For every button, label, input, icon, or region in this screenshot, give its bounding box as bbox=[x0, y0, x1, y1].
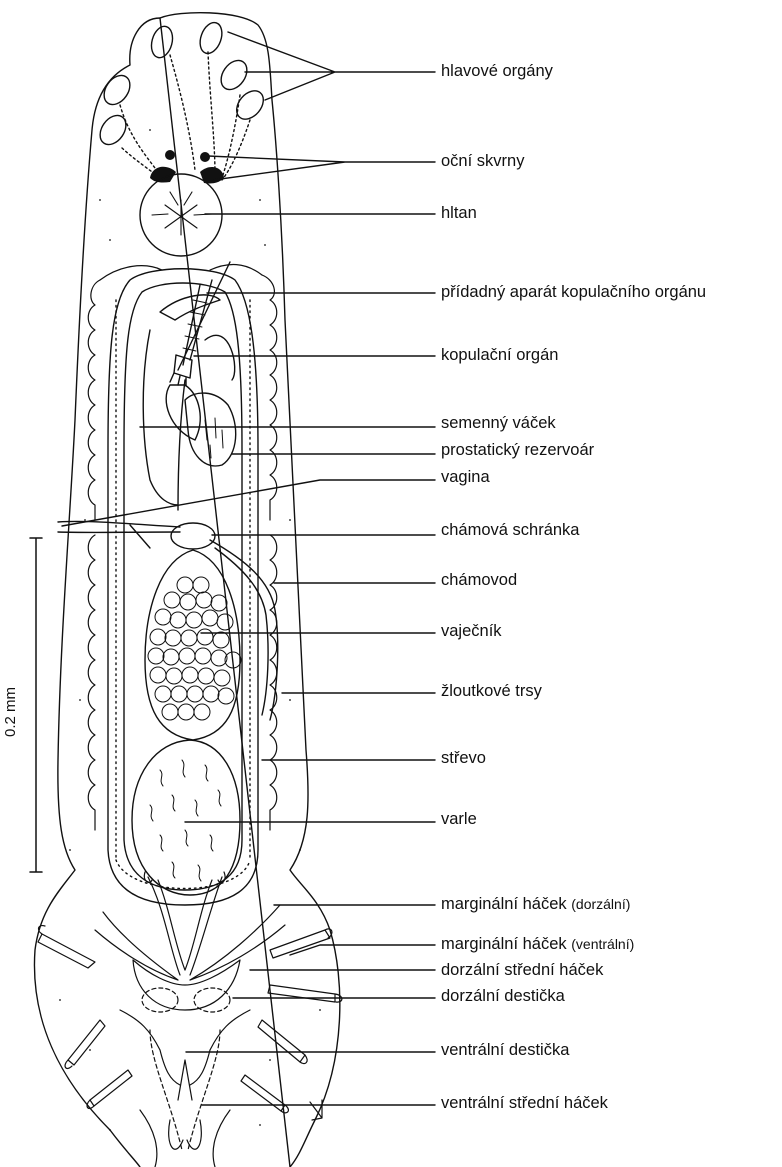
label-kopulacni-organ: kopulační orgán bbox=[441, 346, 558, 364]
label-hlavove-organy: hlavové orgány bbox=[441, 62, 553, 80]
leader-hlavove-organy bbox=[228, 32, 435, 100]
leader-marg-ventr bbox=[290, 945, 435, 955]
label-marginalni-dorz-sub: (dorzální) bbox=[571, 896, 630, 912]
label-marginalni-ventr-sub: (ventrální) bbox=[571, 936, 634, 952]
seminal-vesicle-prostate bbox=[143, 330, 235, 510]
label-marginalni-hacek-dorzalni: marginální háček (dorzální) bbox=[441, 895, 630, 913]
ovary bbox=[145, 550, 241, 740]
vagina-receptacle bbox=[58, 521, 278, 720]
label-semenny-vacek: semenný váček bbox=[441, 414, 556, 432]
leader-ocni-skvrny bbox=[208, 156, 435, 180]
label-strevo: střevo bbox=[441, 749, 486, 767]
label-ocni-skvrny: oční skvrny bbox=[441, 152, 524, 170]
pharynx bbox=[140, 174, 222, 256]
label-vajecnik: vaječník bbox=[441, 622, 502, 640]
label-ventralni-desticka: ventrální destička bbox=[441, 1041, 569, 1059]
label-marginalni-dorz-main: marginální háček bbox=[441, 895, 567, 913]
leader-vagina bbox=[62, 480, 435, 526]
label-hltan: hltan bbox=[441, 204, 477, 222]
head-organs bbox=[95, 20, 269, 180]
leader-lines bbox=[62, 32, 435, 1105]
body-outline bbox=[34, 13, 339, 1167]
label-zloutkove-trsy: žloutkové trsy bbox=[441, 682, 542, 700]
label-marginalni-ventr-main: marginální háček bbox=[441, 935, 567, 953]
label-pridadny-aparat: přídadný aparát kopulačního orgánu bbox=[441, 283, 706, 301]
scale-bar-label: 0.2 mm bbox=[2, 687, 19, 737]
label-vagina: vagina bbox=[441, 468, 490, 486]
label-chamovod: chámovod bbox=[441, 571, 517, 589]
label-dorzalni-desticka: dorzální destička bbox=[441, 987, 565, 1005]
label-varle: varle bbox=[441, 810, 477, 828]
haptor-hooks bbox=[38, 872, 342, 1167]
label-chamova-schranka: chámová schránka bbox=[441, 521, 580, 539]
label-marginalni-hacek-ventralni: marginální háček (ventrální) bbox=[441, 935, 634, 953]
label-prostaticky-rezervoar: prostatický rezervoár bbox=[441, 441, 594, 459]
label-ventralni-stredni-hacek: ventrální střední háček bbox=[441, 1094, 608, 1112]
scale-bar bbox=[30, 538, 42, 872]
label-dorzalni-stredni-hacek: dorzální střední háček bbox=[441, 961, 603, 979]
